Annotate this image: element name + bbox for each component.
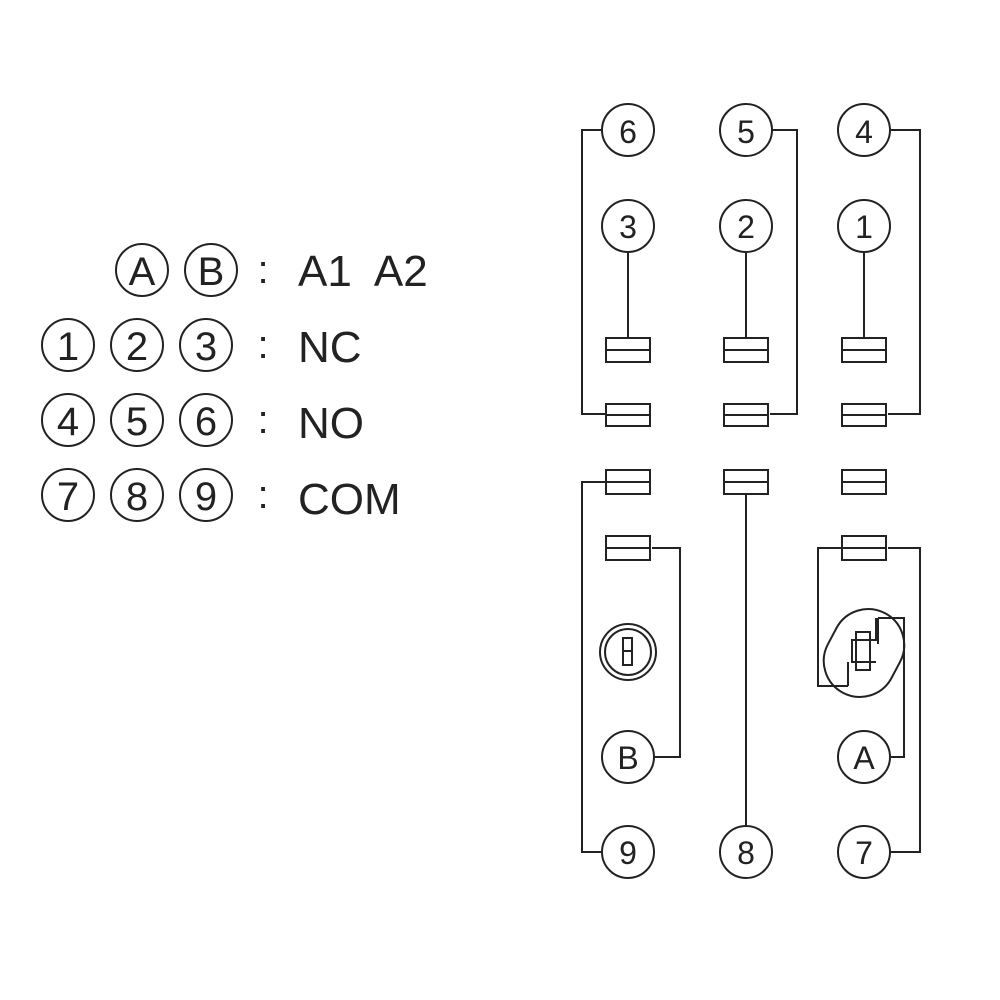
legend-code-7: 7 [57,475,79,519]
legend-code-6: 6 [195,400,217,444]
legend-badge-9 [179,468,233,522]
wire-6-to-no1 [581,129,606,415]
legend-badge-3 [179,318,233,372]
no-contact [841,403,887,427]
legend-code-4: 4 [57,400,79,444]
terminal-3 [601,199,655,253]
terminal-8-label: 8 [737,835,755,871]
diode-icon [822,608,906,698]
legend-row-no: 4 5 6 : NO [41,393,364,448]
terminal-a-label: A [853,740,875,776]
legend-label-com: COM [298,475,401,524]
legend-label-coil: A1 A2 [298,247,428,296]
legend-code-5: 5 [126,400,148,444]
wire-coil-a [878,617,905,758]
wire-com-7 [888,547,921,853]
terminal-5-label: 5 [737,114,755,150]
coil-contact-b [605,535,651,561]
terminal-7-label: 7 [855,835,873,871]
coil-contact-a [841,535,887,561]
wire-com-9 [581,481,606,853]
legend: A B : A1 A2 1 2 3 : NC 4 5 6 : NO [41,243,428,524]
legend-code-1: 1 [57,325,79,369]
legend-badge-8 [110,468,164,522]
legend-code-3: 3 [195,325,217,369]
no-contact [723,403,769,427]
terminal-5 [719,103,773,157]
terminal-3-label: 3 [619,209,637,245]
terminals: 6 5 4 3 2 1 B A 9 8 7 [601,103,891,879]
legend-separator: : [257,473,268,517]
legend-row-coil: A B : A1 A2 [115,243,428,297]
legend-badge-a [115,243,169,297]
terminal-9-label: 9 [619,835,637,871]
contacts [605,337,887,561]
terminal-4-label: 4 [855,114,873,150]
legend-code-8: 8 [126,475,148,519]
terminal-a [837,730,891,784]
terminal-b [601,730,655,784]
terminal-2-label: 2 [737,209,755,245]
terminal-6 [601,103,655,157]
legend-code-a: A [129,250,156,294]
legend-badge-7 [41,468,95,522]
legend-code-9: 9 [195,475,217,519]
legend-separator: : [257,248,268,292]
wiring [581,129,921,853]
legend-badge-6 [179,393,233,447]
nc-contact [841,337,887,363]
legend-row-com: 7 8 9 : COM [41,468,401,524]
wire-4-to-no3 [888,129,921,415]
com-contact [723,469,769,495]
terminal-9 [601,825,655,879]
legend-badge-2 [110,318,164,372]
com-contact [605,469,651,495]
wire-5-to-no2 [770,129,798,415]
terminal-1-label: 1 [855,209,873,245]
wire-coil-b [652,547,681,758]
terminal-8 [719,825,773,879]
indicator-lamp-icon [599,623,657,681]
legend-label-no: NO [298,399,364,448]
legend-separator: : [257,323,268,367]
legend-badge-1 [41,318,95,372]
no-contact [605,403,651,427]
terminal-4 [837,103,891,157]
terminal-b-label: B [617,740,638,776]
legend-row-nc: 1 2 3 : NC [41,318,362,372]
terminal-6-label: 6 [619,114,637,150]
legend-badge-b [184,243,238,297]
legend-code-b: B [198,250,225,294]
legend-badge-5 [110,393,164,447]
terminal-2 [719,199,773,253]
legend-label-nc: NC [298,323,362,372]
terminal-1 [837,199,891,253]
legend-code-2: 2 [126,325,148,369]
legend-separator: : [257,398,268,442]
terminal-7 [837,825,891,879]
wire-coil-a-loop [817,547,848,687]
nc-contact [723,337,769,363]
nc-contact [605,337,651,363]
com-contact [841,469,887,495]
legend-badge-4 [41,393,95,447]
